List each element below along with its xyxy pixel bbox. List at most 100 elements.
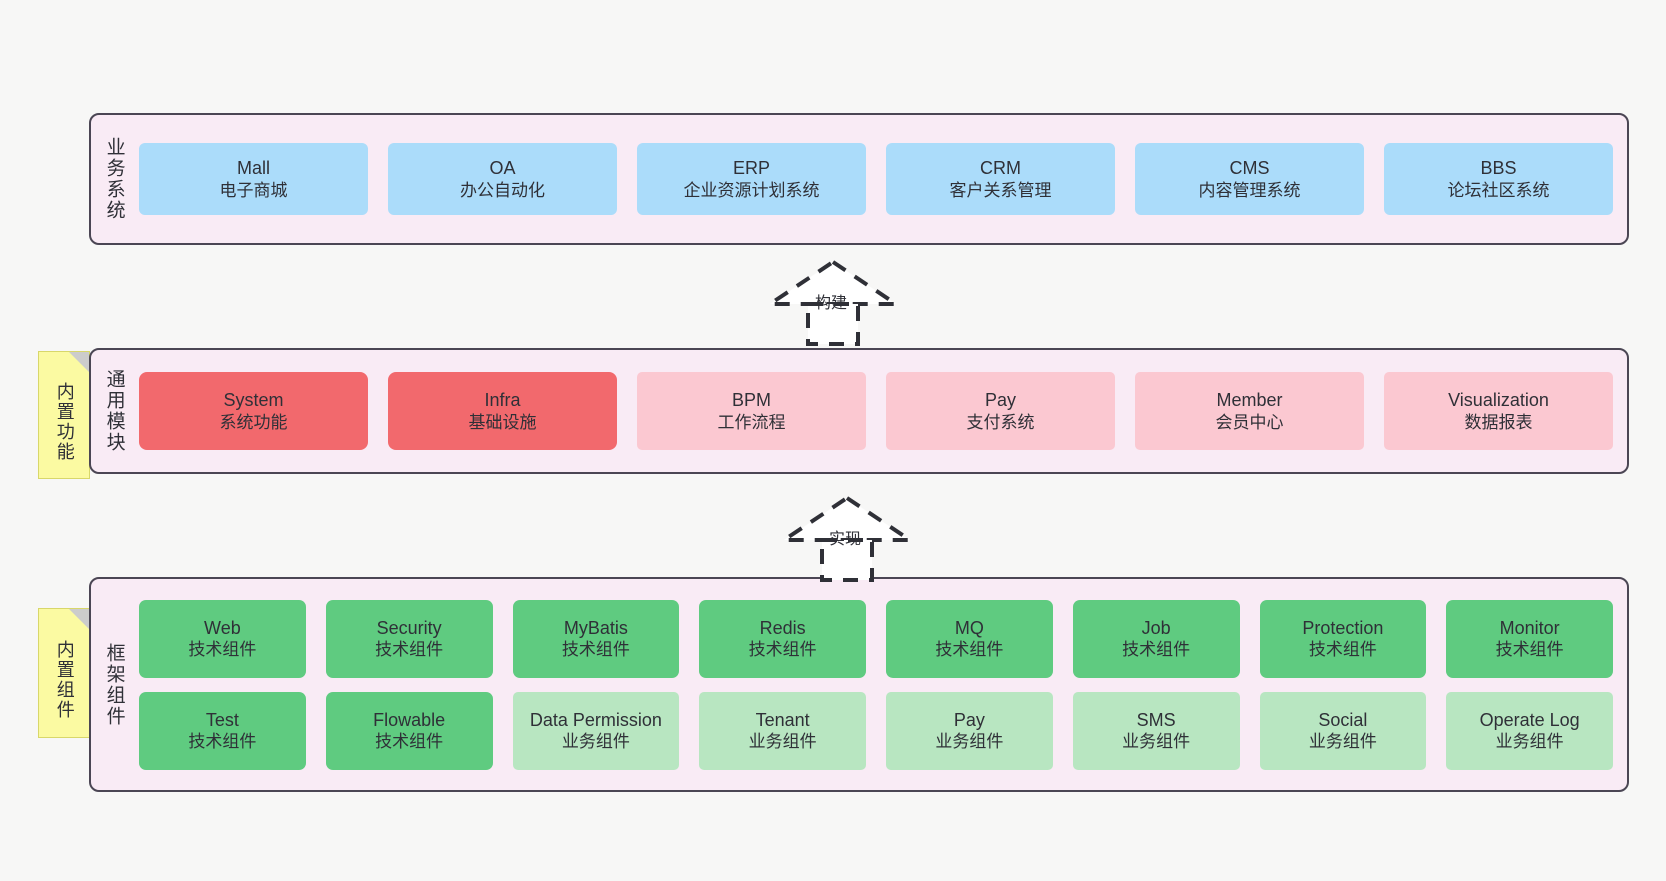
module-box-title: MQ xyxy=(954,617,984,638)
module-box-pay[interactable]: Pay 支付系统 xyxy=(886,372,1115,450)
module-box-system[interactable]: System 系统功能 xyxy=(139,372,368,450)
module-box-title: Flowable xyxy=(373,709,446,730)
module-box-social[interactable]: Social 业务组件 xyxy=(1259,691,1427,770)
connector-build: 构建 xyxy=(758,258,908,346)
module-box-title: Monitor xyxy=(1499,617,1560,638)
module-box-mall[interactable]: Mall 电子商城 xyxy=(139,143,368,215)
module-box-subtitle: 论坛社区系统 xyxy=(1447,180,1550,200)
module-box-job[interactable]: Job 技术组件 xyxy=(1072,599,1240,678)
sticky-note-label: 内置组件 xyxy=(54,640,75,720)
module-box-title: CRM xyxy=(980,158,1021,179)
generalization-arrow-icon xyxy=(777,495,917,582)
layer-title-common: 通用模块 xyxy=(103,369,125,453)
layer-body-common: System 系统功能 Infra 基础设施 BPM 工作流程 Pay 支付系统… xyxy=(137,350,1627,472)
module-box-title: Infra xyxy=(484,390,521,411)
module-box-test[interactable]: Test 技术组件 xyxy=(139,691,306,770)
module-box-title: Web xyxy=(204,617,241,638)
layer-row: Web 技术组件 Security 技术组件 MyBatis 技术组件 Redi… xyxy=(139,599,1613,678)
module-box-subtitle: 技术组件 xyxy=(1495,640,1564,660)
module-box-title: Pay xyxy=(984,390,1017,411)
module-box-subtitle: 电子商城 xyxy=(219,180,288,200)
module-box-subtitle: 业务组件 xyxy=(935,732,1004,752)
module-box-title: BBS xyxy=(1480,158,1517,179)
module-box-title: Data Permission xyxy=(529,709,662,730)
module-box-web[interactable]: Web 技术组件 xyxy=(139,599,306,678)
module-box-mybatis[interactable]: MyBatis 技术组件 xyxy=(512,599,680,678)
layer-body-business: Mall 电子商城 OA 办公自动化 ERP 企业资源计划系统 CRM 客户关系… xyxy=(137,115,1627,243)
module-box-subtitle: 业务组件 xyxy=(1122,732,1191,752)
module-box-infra[interactable]: Infra 基础设施 xyxy=(388,372,617,450)
module-box-subtitle: 内容管理系统 xyxy=(1198,180,1301,200)
module-box-operate-log[interactable]: Operate Log 业务组件 xyxy=(1446,691,1613,770)
connector-label-implement: 实现 xyxy=(829,531,862,548)
module-box-flowable[interactable]: Flowable 技术组件 xyxy=(325,691,493,770)
layer-title-framework: 框架组件 xyxy=(103,642,125,727)
module-box-sms[interactable]: SMS 业务组件 xyxy=(1072,691,1240,770)
module-box-subtitle: 支付系统 xyxy=(966,412,1035,432)
module-box-title: Member xyxy=(1216,390,1283,411)
module-box-tenant[interactable]: Tenant 业务组件 xyxy=(699,691,866,770)
module-box-title: Mall xyxy=(236,158,270,179)
module-box-member[interactable]: Member 会员中心 xyxy=(1135,372,1364,450)
sticky-note-builtin-components: 内置组件 xyxy=(38,608,90,738)
module-box-title: Pay xyxy=(953,709,985,730)
module-box-subtitle: 业务组件 xyxy=(1308,732,1377,752)
module-box-cms[interactable]: CMS 内容管理系统 xyxy=(1135,143,1364,215)
module-box-title: Security xyxy=(376,617,442,638)
module-box-protection[interactable]: Protection 技术组件 xyxy=(1259,599,1427,678)
module-box-title: Redis xyxy=(759,617,806,638)
module-box-mq[interactable]: MQ 技术组件 xyxy=(886,599,1053,678)
module-box-title: ERP xyxy=(732,158,770,179)
module-box-subtitle: 会员中心 xyxy=(1215,412,1284,432)
module-box-title: Tenant xyxy=(755,709,810,730)
module-box-redis[interactable]: Redis 技术组件 xyxy=(699,599,866,678)
module-box-pay-component[interactable]: Pay 业务组件 xyxy=(886,691,1053,770)
connector-implement: 实现 xyxy=(772,494,922,582)
module-box-subtitle: 技术组件 xyxy=(1122,640,1191,660)
module-box-title: Visualization xyxy=(1448,390,1549,411)
module-box-subtitle: 业务组件 xyxy=(748,732,817,752)
module-box-data-permission[interactable]: Data Permission 业务组件 xyxy=(512,691,680,770)
module-box-title: BPM xyxy=(731,390,771,411)
layer-business-systems: 业务系统 Mall 电子商城 OA 办公自动化 ERP 企业资源计划系统 CRM… xyxy=(89,113,1629,245)
module-box-subtitle: 技术组件 xyxy=(375,732,444,752)
connector-label-build: 构建 xyxy=(815,295,848,312)
layer-body-framework: Web 技术组件 Security 技术组件 MyBatis 技术组件 Redi… xyxy=(137,579,1627,790)
module-box-subtitle: 技术组件 xyxy=(188,732,257,752)
layer-row: Test 技术组件 Flowable 技术组件 Data Permission … xyxy=(139,691,1613,770)
layer-row: Mall 电子商城 OA 办公自动化 ERP 企业资源计划系统 CRM 客户关系… xyxy=(139,143,1613,215)
module-box-title: Protection xyxy=(1302,617,1384,638)
generalization-arrow-icon xyxy=(763,259,903,346)
module-box-title: Operate Log xyxy=(1479,709,1580,730)
module-box-subtitle: 基础设施 xyxy=(468,412,537,432)
module-box-crm[interactable]: CRM 客户关系管理 xyxy=(886,143,1115,215)
module-box-title: Job xyxy=(1141,617,1171,638)
module-box-subtitle: 技术组件 xyxy=(375,640,444,660)
module-box-title: CMS xyxy=(1229,158,1270,179)
sticky-note-builtin-features: 内置功能 xyxy=(38,351,90,479)
module-box-title: System xyxy=(223,390,284,411)
module-box-erp[interactable]: ERP 企业资源计划系统 xyxy=(637,143,866,215)
module-box-subtitle: 办公自动化 xyxy=(460,180,545,200)
module-box-subtitle: 数据报表 xyxy=(1464,412,1533,432)
module-box-subtitle: 技术组件 xyxy=(748,640,817,660)
layer-title-business: 业务系统 xyxy=(103,137,125,221)
module-box-title: OA xyxy=(489,158,516,179)
module-box-oa[interactable]: OA 办公自动化 xyxy=(388,143,617,215)
sticky-note-label: 内置功能 xyxy=(54,382,75,462)
module-box-subtitle: 业务组件 xyxy=(1495,732,1564,752)
module-box-subtitle: 企业资源计划系统 xyxy=(683,180,820,200)
module-box-title: Test xyxy=(205,709,239,730)
module-box-bpm[interactable]: BPM 工作流程 xyxy=(637,372,866,450)
module-box-subtitle: 技术组件 xyxy=(561,640,630,660)
module-box-visualization[interactable]: Visualization 数据报表 xyxy=(1384,372,1613,450)
module-box-subtitle: 工作流程 xyxy=(717,412,786,432)
module-box-subtitle: 业务组件 xyxy=(561,732,630,752)
layer-framework-components: 框架组件 Web 技术组件 Security 技术组件 MyBatis 技术组件… xyxy=(89,577,1629,792)
module-box-monitor[interactable]: Monitor 技术组件 xyxy=(1446,599,1613,678)
module-box-security[interactable]: Security 技术组件 xyxy=(325,599,493,678)
module-box-subtitle: 系统功能 xyxy=(219,412,288,432)
module-box-subtitle: 客户关系管理 xyxy=(949,180,1052,200)
module-box-bbs[interactable]: BBS 论坛社区系统 xyxy=(1384,143,1613,215)
